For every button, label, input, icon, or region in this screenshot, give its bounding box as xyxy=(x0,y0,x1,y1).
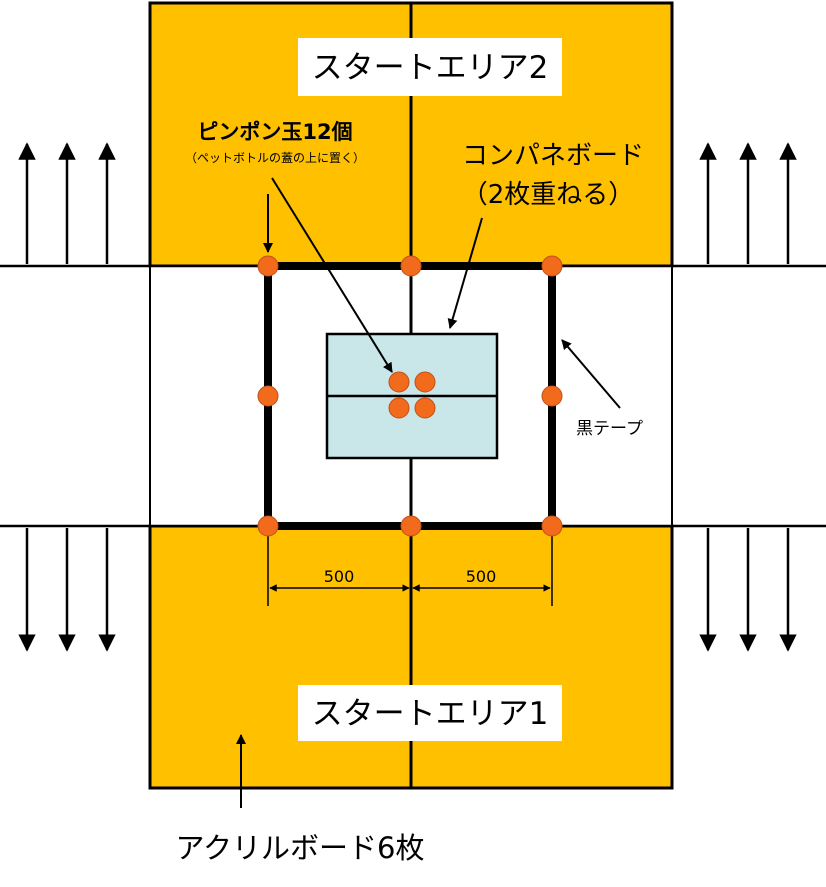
ping-pong-ball-icon xyxy=(388,371,410,393)
acrylic-board-label: アクリルボード6枚 xyxy=(175,831,424,865)
dimension-right-value: 500 xyxy=(466,567,497,586)
black-tape-pointer xyxy=(561,339,621,409)
ping-pong-ball-icon xyxy=(414,371,436,393)
compass-board-label-line1: コンパネボード xyxy=(462,141,644,171)
compass-board-label-line2: （2枚重ねる） xyxy=(462,180,635,210)
start-area-1-label: スタートエリア1 xyxy=(312,696,549,732)
ping-pong-ball-icon xyxy=(541,385,563,407)
compass-board-pointer xyxy=(447,217,483,329)
ping-pong-ball-icon xyxy=(257,255,279,277)
ping-pong-ball-icon xyxy=(257,515,279,537)
ping-pong-note: （ペットボトルの蓋の上に置く） xyxy=(185,151,365,165)
ping-pong-pointer-center xyxy=(271,177,393,373)
start-area-2-label-box xyxy=(298,38,562,96)
start-area-2-label: スタートエリア2 xyxy=(312,50,549,86)
black-tape-label: 黒テープ xyxy=(576,419,643,439)
ping-pong-ball-icon xyxy=(388,397,410,419)
arrow-up-icon-group-right xyxy=(699,142,797,264)
ping-pong-ball-icon xyxy=(400,515,422,537)
ping-pong-title: ピンポン玉12個 xyxy=(197,120,352,144)
ping-pong-ball-icon xyxy=(541,515,563,537)
arrow-up-icon-group-left xyxy=(18,142,116,264)
ping-pong-ball-icon xyxy=(414,397,436,419)
dimension-left-value: 500 xyxy=(324,567,355,586)
ping-pong-ball-icon xyxy=(400,255,422,277)
ping-pong-balls xyxy=(257,255,563,537)
start-area-1-label-box xyxy=(298,685,562,741)
ping-pong-ball-icon xyxy=(257,385,279,407)
arrow-down-icon-group-right xyxy=(699,528,797,652)
ping-pong-ball-icon xyxy=(541,255,563,277)
arrow-down-icon-group-left xyxy=(18,528,116,652)
